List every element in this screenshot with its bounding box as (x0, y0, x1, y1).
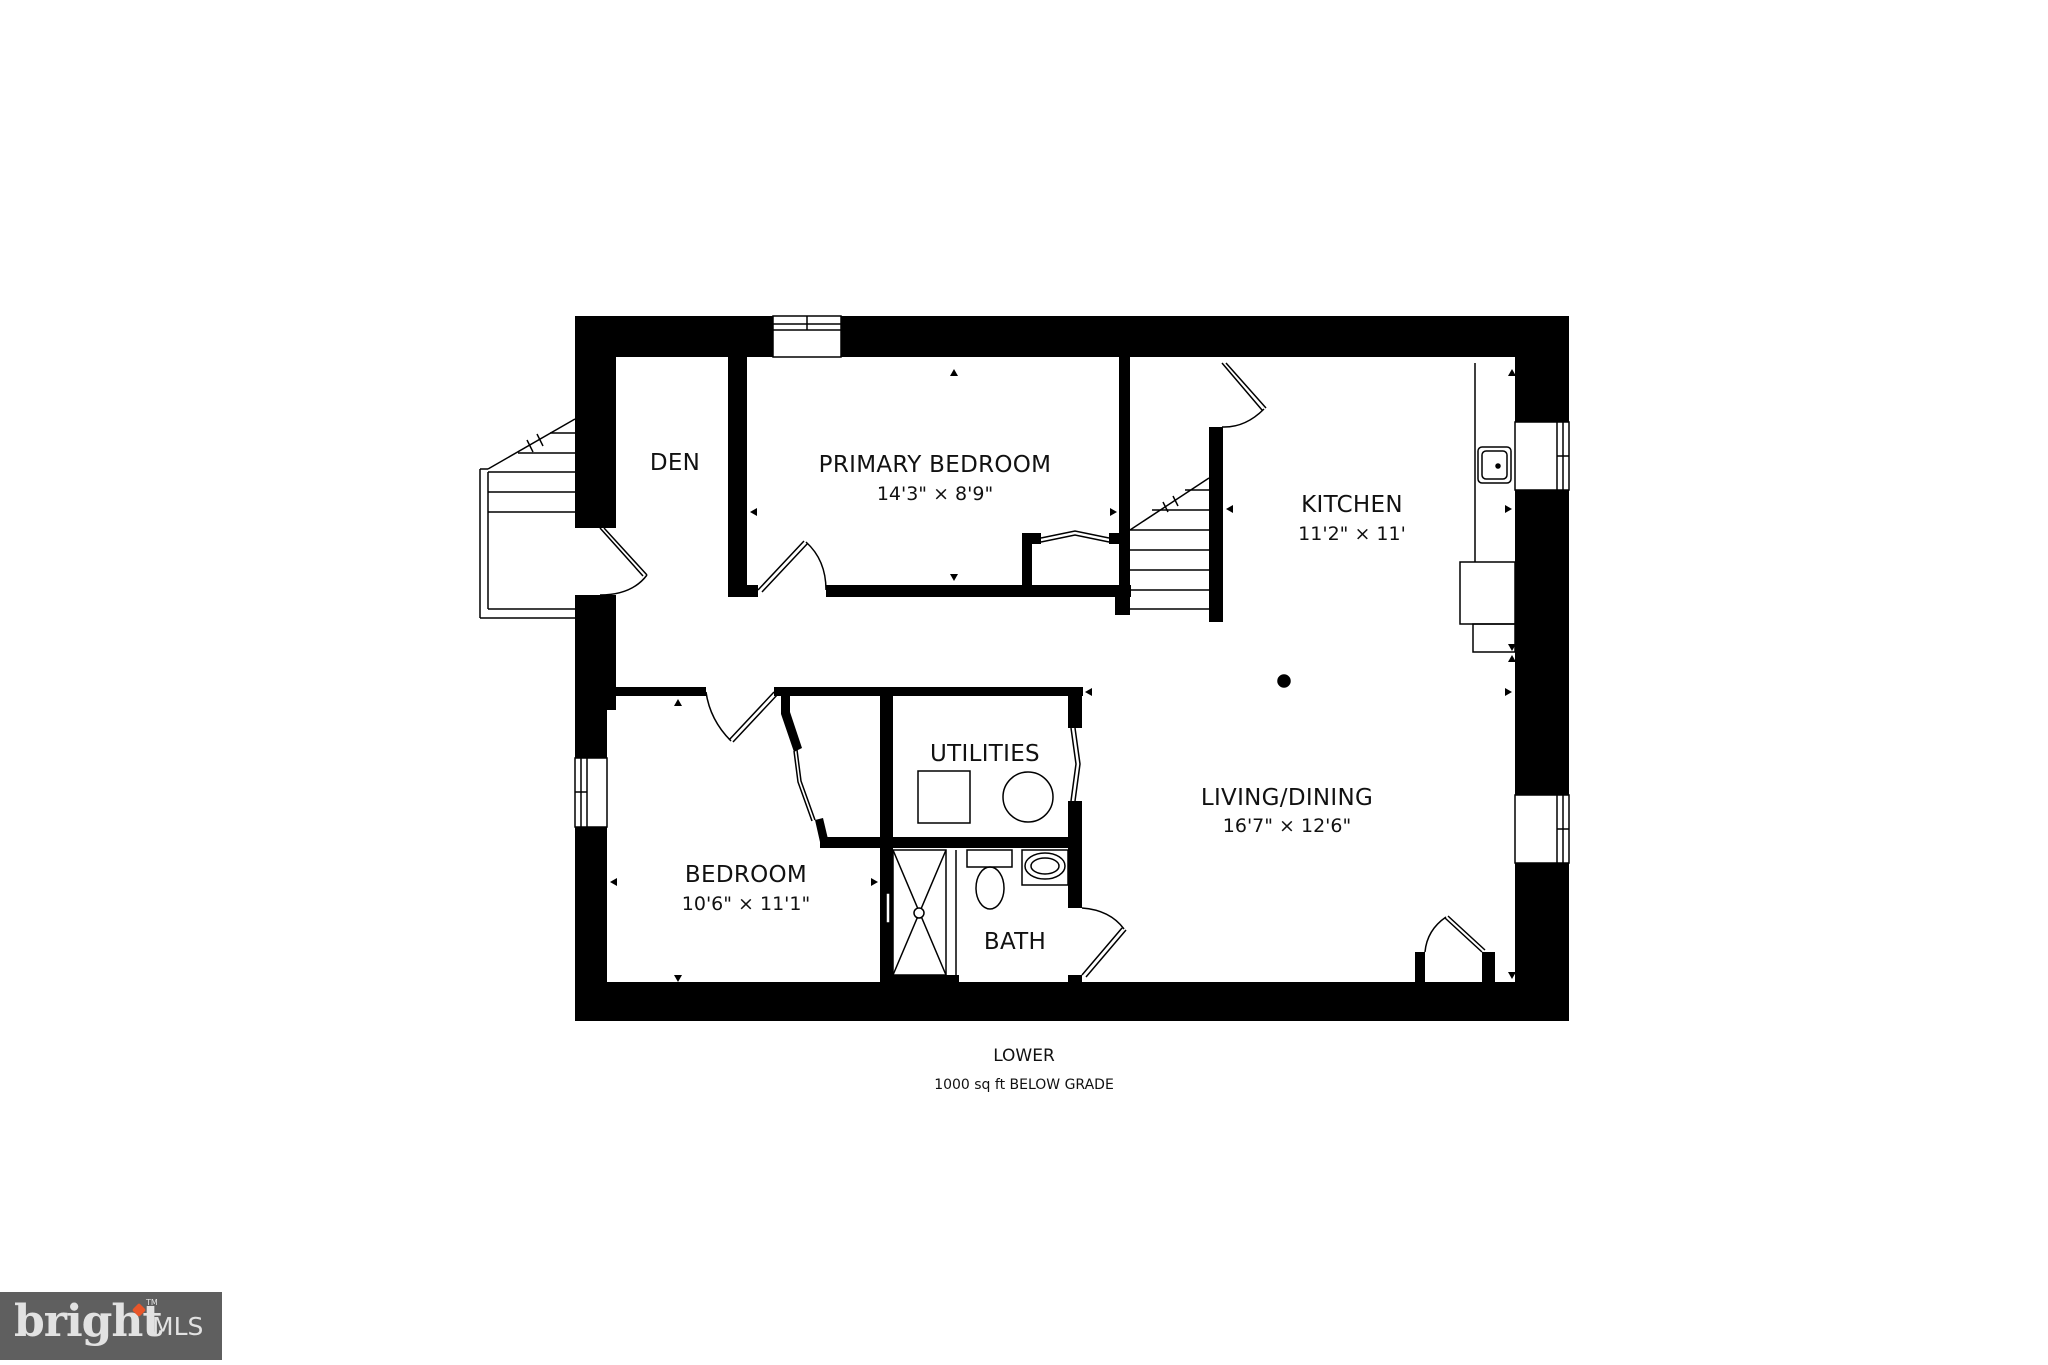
wall-utilities-right-top (1068, 687, 1082, 728)
logo-mls-text: MLS (152, 1312, 204, 1341)
kitchen-sink (1477, 446, 1512, 484)
wall-utilities-right-bottom (1068, 801, 1082, 908)
outer-wall-top (575, 316, 1569, 357)
room-dim-bedroom: 10'6" × 11'1" (682, 893, 810, 915)
support-post (1277, 674, 1291, 688)
wall-closet-cap-left (1022, 533, 1041, 544)
kitchen-range (1459, 561, 1516, 625)
closet-bifold (1040, 530, 1110, 543)
wall-corner-closet-left (1415, 952, 1425, 982)
walls (575, 316, 1569, 1021)
fixtures (885, 363, 1516, 976)
bath-sink (1024, 852, 1066, 880)
door-corner-closet (1424, 915, 1486, 953)
stairs-kitchen (1129, 477, 1210, 610)
room-dim-primary-bedroom: 14'3" × 8'9" (877, 483, 993, 505)
room-label-kitchen: KITCHEN (1301, 492, 1403, 518)
room-label-utilities: UTILITIES (930, 741, 1040, 767)
room-labels: DEN PRIMARY BEDROOM 14'3" × 8'9" KITCHEN… (650, 450, 1406, 955)
door-bedroom (705, 691, 779, 743)
water-heater-box (917, 770, 971, 824)
wall-bedroom-top-right (774, 687, 1083, 696)
water-heater-tank (1002, 771, 1054, 823)
room-label-living-dining: LIVING/DINING (1201, 785, 1373, 811)
wall-primary-bottom-left (728, 585, 758, 597)
room-label-primary-bedroom: PRIMARY BEDROOM (819, 452, 1052, 478)
wall-stairs-base (1115, 597, 1130, 615)
wall-bath-door-jamb (1068, 975, 1082, 987)
wall-primary-right (1119, 357, 1130, 613)
room-dim-kitchen: 11'2" × 11' (1298, 523, 1406, 545)
outer-wall-bottom (575, 982, 1569, 1021)
angled-bifold (793, 749, 816, 822)
door-bath (1081, 907, 1127, 978)
windows (574, 315, 1570, 864)
room-label-bath: BATH (984, 929, 1046, 955)
kitchen-appliance (1472, 623, 1516, 653)
wall-closet-cap-right (1109, 533, 1121, 544)
outer-wall-left-bottom (575, 700, 607, 1021)
wall-closet-left (1022, 533, 1032, 593)
door-primary (757, 540, 827, 593)
wall-corner-closet-right (1482, 952, 1495, 982)
shower (892, 849, 947, 976)
floor-area: 1000 sq ft BELOW GRADE (934, 1077, 1114, 1093)
door-stairs (1221, 362, 1267, 428)
doors (599, 362, 1486, 978)
wall-shower-base (893, 975, 959, 985)
door-entry (599, 527, 648, 596)
wall-primary-bottom (826, 585, 1131, 597)
bright-mls-logo: bright TM MLS (0, 1292, 222, 1360)
stairs (479, 418, 1210, 619)
logo-trademark: TM (146, 1298, 158, 1307)
room-label-bedroom: BEDROOM (685, 862, 807, 888)
utilities-bifold (1070, 727, 1081, 802)
wall-stairs-kitchen (1209, 427, 1223, 622)
wall-bedroom-top (615, 687, 706, 696)
stairs-exterior (479, 418, 576, 619)
toilet-bowl (975, 866, 1005, 910)
outer-wall-left-lower (575, 595, 616, 710)
bath-vanity (1021, 849, 1069, 886)
floor-name: LOWER (993, 1046, 1055, 1066)
dimension-markers (610, 369, 1516, 982)
wall-closet-bottom (820, 837, 1082, 848)
wall-angled-closet-low (815, 818, 828, 842)
room-dim-living-dining: 16'7" × 12'6" (1223, 815, 1351, 837)
wall-den-primary (728, 357, 747, 597)
outer-wall-left-upper (575, 316, 616, 528)
wall-angled-closet (781, 695, 802, 752)
room-label-den: DEN (650, 450, 700, 476)
wall-bedroom-utilities (880, 687, 893, 987)
toilet-tank (966, 849, 1013, 868)
